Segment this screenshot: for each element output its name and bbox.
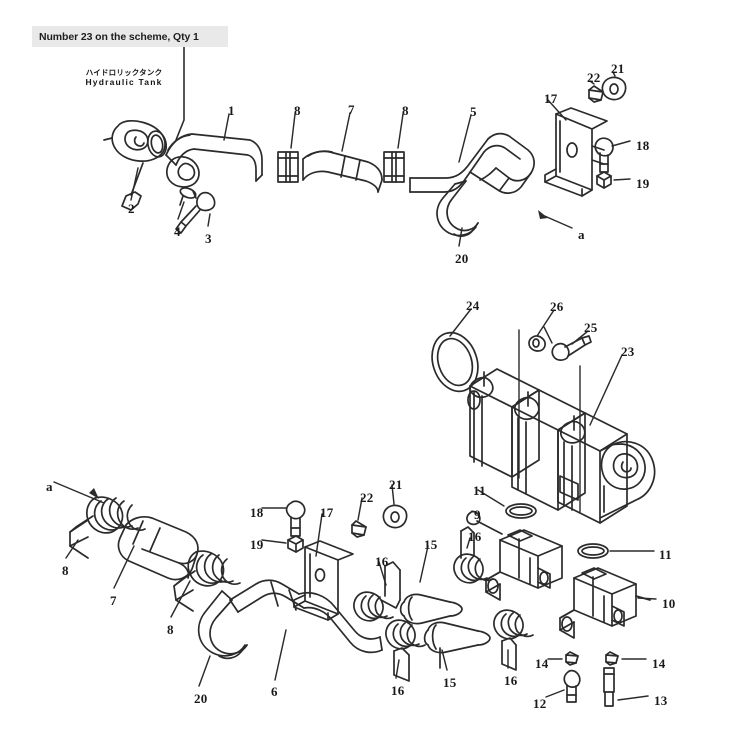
callout-20: 20 xyxy=(194,691,208,706)
callout-6: 6 xyxy=(271,684,278,699)
part-tube-5 xyxy=(409,132,535,194)
callout-8: 8 xyxy=(167,622,174,637)
callout-13: 13 xyxy=(654,693,668,708)
part-bolt-18-top xyxy=(594,137,614,173)
part-flange-block-upper xyxy=(485,529,563,601)
callout-15: 15 xyxy=(443,675,457,690)
callout-10: 10 xyxy=(662,596,676,611)
note-banner: Number 23 on the scheme, Qty 1 xyxy=(32,26,228,47)
callout-25: 25 xyxy=(584,320,598,335)
part-washer-14b xyxy=(605,651,619,666)
part-clamp-8b-bottom xyxy=(173,550,241,612)
part-clamp-8b xyxy=(383,151,405,183)
part-elbow-20-bottom xyxy=(197,590,248,660)
callout-16: 16 xyxy=(468,529,482,544)
part-bolt-25 xyxy=(551,335,592,361)
callout-7: 7 xyxy=(348,102,355,117)
callout-16: 16 xyxy=(504,673,518,688)
callout-24: 24 xyxy=(466,298,480,313)
part-flange-block-10 xyxy=(559,567,651,639)
pump-leader-stems xyxy=(518,326,581,513)
part-nut-22-bottom xyxy=(351,520,367,538)
tank-label-japanese: ハイドロリックタンク xyxy=(85,68,163,77)
part-clamp-8a xyxy=(277,151,299,183)
callout-18: 18 xyxy=(636,138,650,153)
callout-18: 18 xyxy=(250,505,264,520)
part-clamp-8a-bottom xyxy=(69,496,146,559)
part-oring-24 xyxy=(431,331,479,393)
part-oring-11-upper xyxy=(505,503,537,519)
part-bracket-17-top xyxy=(544,107,608,197)
callout-7: 7 xyxy=(110,593,117,608)
part-washer-21-top xyxy=(601,76,627,101)
callout-2: 2 xyxy=(128,201,135,216)
part-nut-22-top xyxy=(588,85,604,103)
note-text: Number 23 on the scheme, Qty 1 xyxy=(39,30,199,43)
callout-16: 16 xyxy=(375,554,389,569)
part-hose-15a xyxy=(399,593,463,625)
part-bolt-3 xyxy=(175,191,216,234)
callout-11: 11 xyxy=(473,483,486,498)
callout-17: 17 xyxy=(320,505,334,520)
callout-11: 11 xyxy=(659,547,672,562)
callout-23: 23 xyxy=(621,344,635,359)
callout-14: 14 xyxy=(652,656,666,671)
callout-19: 19 xyxy=(636,176,650,191)
callout-5: 5 xyxy=(470,104,477,119)
callout-4: 4 xyxy=(174,224,181,239)
callout-22: 22 xyxy=(587,70,601,85)
part-pump-23 xyxy=(467,368,656,524)
part-bolt-13 xyxy=(603,667,615,707)
part-hose-7-top xyxy=(302,150,383,193)
part-tank-flange-2 xyxy=(103,119,168,162)
part-washer-26 xyxy=(528,335,546,352)
callout-8: 8 xyxy=(402,103,409,118)
callout-1: 1 xyxy=(228,103,235,118)
note-leader-line xyxy=(175,46,185,141)
part-tube-6 xyxy=(229,579,383,654)
callout-14: 14 xyxy=(535,656,549,671)
part-washer-21-bottom xyxy=(382,504,408,529)
callout-17: 17 xyxy=(544,91,558,106)
callout-3: 3 xyxy=(205,231,212,246)
part-clamp-16c xyxy=(453,526,494,584)
part-bolt-18-bottom xyxy=(285,500,306,537)
callout-21: 21 xyxy=(611,61,625,76)
part-nut-19-top xyxy=(596,171,612,189)
part-clamp-16d xyxy=(493,609,534,671)
leader-lines xyxy=(53,71,657,701)
callout-8: 8 xyxy=(62,563,69,578)
callout-a: a xyxy=(578,227,585,242)
part-nut-19-bottom xyxy=(287,535,304,553)
callout-12: 12 xyxy=(533,696,547,711)
hydraulic-tank-label: ハイドロリックタンク Hydraulic Tank xyxy=(72,68,176,88)
part-washer-14a xyxy=(565,651,579,666)
callout-22: 22 xyxy=(360,490,374,505)
callout-19: 19 xyxy=(250,537,264,552)
part-elbow-20-top xyxy=(436,180,479,237)
callout-26: 26 xyxy=(550,299,564,314)
callout-9: 9 xyxy=(474,507,481,522)
part-hose-15b xyxy=(423,621,491,669)
part-clamp-16a xyxy=(353,561,401,622)
callout-20: 20 xyxy=(455,251,469,266)
part-washer-4 xyxy=(179,187,197,206)
callout-a: a xyxy=(46,479,53,494)
callout-8: 8 xyxy=(294,103,301,118)
part-bracket-17-bottom xyxy=(293,540,354,621)
callout-15: 15 xyxy=(424,537,438,552)
part-tube-flange xyxy=(166,156,200,188)
part-bolt-12 xyxy=(563,669,581,703)
callout-21: 21 xyxy=(389,477,403,492)
callout-16: 16 xyxy=(391,683,405,698)
part-oring-11-lower xyxy=(577,543,609,559)
tank-label-english: Hydraulic Tank xyxy=(85,77,163,88)
part-clamp-16b xyxy=(385,619,426,682)
